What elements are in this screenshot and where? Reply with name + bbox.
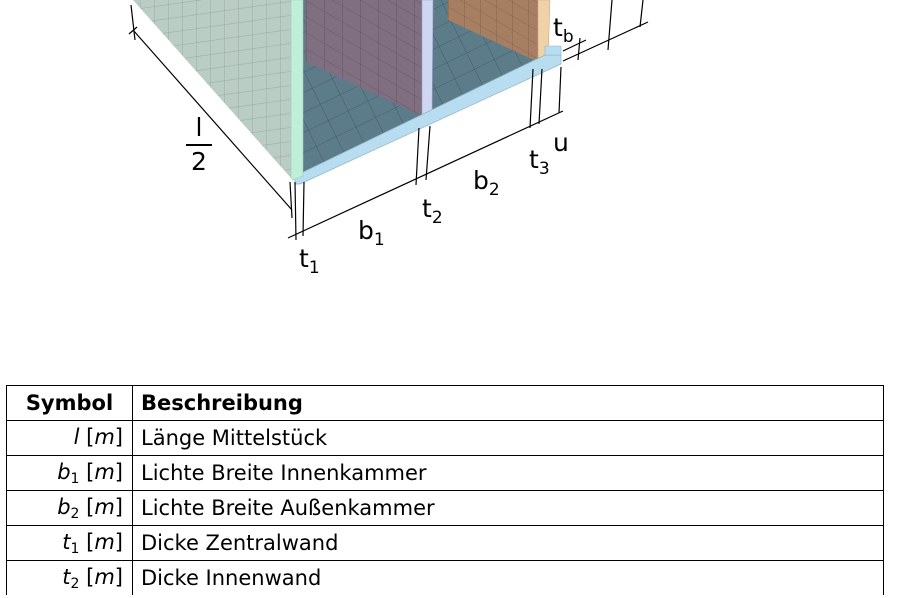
label-t2: t2 bbox=[422, 194, 443, 228]
description-cell: Länge Mittelstück bbox=[132, 420, 884, 456]
label-b1: b1 bbox=[358, 216, 385, 250]
symbol-cell: l [m] bbox=[6, 420, 133, 456]
symbol-cell: t2 [m] bbox=[6, 560, 133, 595]
label-t3: t3 bbox=[529, 145, 550, 179]
label-t1: t1 bbox=[299, 244, 320, 278]
symbol-cell: t1 [m] bbox=[6, 525, 133, 561]
dimension-lines bbox=[128, 0, 649, 241]
parameter-table: Symbol Beschreibung l [m] Länge Mittelst… bbox=[6, 385, 884, 595]
mesh-drawing bbox=[128, 0, 649, 241]
section-figure: l 2 t1 b1 t2 b2 t3 u tb bbox=[128, 0, 649, 278]
symbol-cell: b2 [m] bbox=[6, 490, 133, 526]
table-row: l [m] Länge Mittelstück bbox=[6, 420, 884, 456]
description-cell: Dicke Innenwand bbox=[132, 560, 884, 595]
label-l-half: l 2 bbox=[184, 114, 214, 176]
header-symbol: Symbol bbox=[6, 385, 133, 421]
symbol-cell: b1 [m] bbox=[6, 455, 133, 491]
table-row: b2 [m] Lichte Breite Außenkammer bbox=[6, 490, 884, 526]
table-row: t1 [m] Dicke Zentralwand bbox=[6, 525, 884, 561]
table-row: b1 [m] Lichte Breite Innenkammer bbox=[6, 455, 884, 491]
description-cell: Lichte Breite Außenkammer bbox=[132, 490, 884, 526]
label-tb: tb bbox=[553, 13, 574, 47]
outer-near-wall bbox=[133, 0, 304, 181]
outer-far-wall bbox=[448, 0, 551, 67]
inner-wall bbox=[306, 0, 434, 121]
description-cell: Dicke Zentralwand bbox=[132, 525, 884, 561]
label-b2: b2 bbox=[473, 166, 500, 200]
table-header-row: Symbol Beschreibung bbox=[6, 385, 884, 421]
header-description: Beschreibung bbox=[132, 385, 884, 421]
description-cell: Lichte Breite Innenkammer bbox=[132, 455, 884, 491]
table-row: t2 [m] Dicke Innenwand bbox=[6, 560, 884, 595]
label-u: u bbox=[553, 128, 569, 157]
